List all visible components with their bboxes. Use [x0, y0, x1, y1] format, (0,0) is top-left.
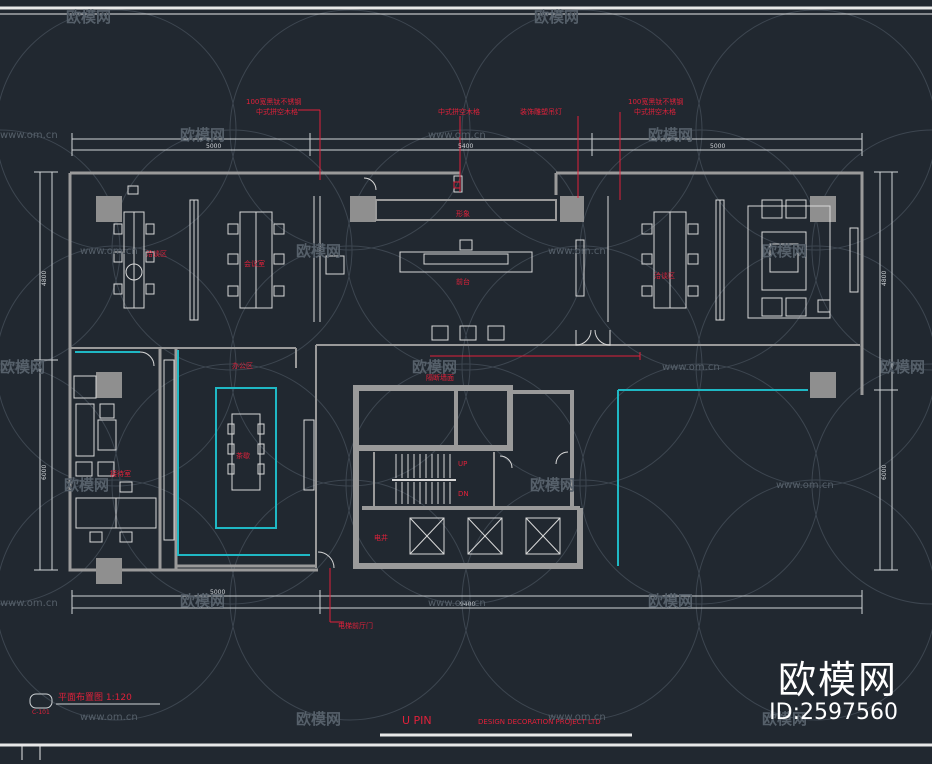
watermark-circle-pattern — [0, 9, 932, 721]
svg-text:www.om.cn: www.om.cn — [548, 712, 606, 723]
doors — [139, 177, 611, 569]
dim-side-right-upper: 4800 — [881, 271, 888, 286]
svg-text:欧模网: 欧模网 — [648, 126, 693, 144]
label-front-desk: 前台 — [456, 277, 470, 286]
dim-top-left: 5000 — [206, 143, 221, 150]
structural-columns — [96, 196, 836, 584]
svg-text:欧模网: 欧模网 — [762, 242, 807, 260]
glass-partitions — [75, 350, 808, 566]
stair-treads — [392, 454, 456, 504]
svg-text:www.om.cn: www.om.cn — [776, 480, 834, 491]
drawing-title: 平面布置图 1:120 — [58, 691, 132, 703]
label-room-rest: 茶歇 — [236, 451, 250, 460]
label-electric-shaft: 电井 — [374, 533, 388, 542]
label-room-small: 接待室 — [110, 469, 131, 478]
dim-bottom-mid: 9400 — [460, 601, 475, 608]
walls — [68, 171, 864, 572]
note-lattice-center: 中式拼空木格 — [438, 107, 480, 116]
dimension-texts: 5000 5400 5000 5000 9400 4800 6000 4800 … — [41, 143, 888, 608]
label-door-note: 电梯前厅门 — [338, 621, 373, 630]
watermark-logos: 欧模网 欧模网 欧模网 欧模网 欧模网 欧模网 欧模网 欧模网 欧模网 欧模网 … — [0, 8, 925, 728]
svg-text:欧模网: 欧模网 — [412, 358, 457, 376]
drawing-frame — [0, 6, 932, 760]
label-stair-up: UP — [458, 460, 467, 468]
svg-text:欧模网: 欧模网 — [66, 8, 111, 26]
label-room-right: 洽谈区 — [654, 271, 675, 280]
svg-text:欧模网: 欧模网 — [296, 242, 341, 260]
svg-text:欧模网: 欧模网 — [0, 358, 45, 376]
note-lattice-left: 中式拼空木格 — [256, 107, 298, 116]
dim-side-upper: 4800 — [41, 271, 48, 286]
svg-text:欧模网: 欧模网 — [880, 358, 925, 376]
elevator-cars — [409, 517, 561, 555]
svg-text:www.om.cn: www.om.cn — [428, 130, 486, 141]
svg-text:www.om.cn: www.om.cn — [548, 246, 606, 257]
note-lattice-right: 中式拼空木格 — [634, 107, 676, 116]
dimension-lines — [34, 133, 898, 614]
annotation-texts: 100宽黑钛不锈钢 中式拼空木格 中式拼空木格 装饰雕塑吊灯 100宽黑钛不锈钢… — [110, 97, 683, 630]
dim-top-right: 5000 — [710, 143, 725, 150]
svg-text:www.om.cn: www.om.cn — [80, 712, 138, 723]
brand-id: ID:2597560 — [769, 700, 898, 725]
dim-bottom-left: 5000 — [210, 589, 225, 596]
svg-text:www.om.cn: www.om.cn — [662, 362, 720, 373]
note-stainless-left: 100宽黑钛不锈钢 — [246, 97, 301, 106]
furniture-left-top — [113, 185, 345, 322]
note-stainless-right: 100宽黑钛不锈钢 — [628, 97, 683, 106]
svg-text:欧模网: 欧模网 — [180, 592, 225, 610]
dim-top-mid: 5400 — [458, 143, 473, 150]
label-room-left: 洽谈区 — [146, 249, 167, 258]
label-reception-wall: 形象 — [456, 209, 470, 218]
label-room-office: 办公区 — [232, 361, 253, 370]
svg-text:www.om.cn: www.om.cn — [428, 598, 486, 609]
dim-side-lower: 6000 — [41, 465, 48, 480]
furniture-right-top — [607, 196, 859, 322]
dim-side-right-lower: 6000 — [881, 465, 888, 480]
footer-brand-left: U PIN — [402, 714, 432, 727]
sheet-ref-marker — [29, 693, 53, 709]
label-stair-down: DN — [458, 490, 469, 498]
svg-text:欧模网: 欧模网 — [648, 592, 693, 610]
annotation-leaders — [298, 109, 641, 623]
svg-text:欧模网: 欧模网 — [530, 476, 575, 494]
svg-text:欧模网: 欧模网 — [180, 126, 225, 144]
svg-text:欧模网: 欧模网 — [296, 710, 341, 728]
svg-text:www.om.cn: www.om.cn — [0, 598, 58, 609]
brand-name: 欧模网 — [777, 658, 898, 702]
furniture-left-bottom — [73, 359, 315, 543]
note-pendant-lamp: 装饰雕塑吊灯 — [520, 107, 562, 116]
reception-area — [350, 175, 585, 341]
label-room-meeting: 会议室 — [244, 259, 265, 268]
svg-text:欧模网: 欧模网 — [762, 710, 807, 728]
svg-text:欧模网: 欧模网 — [64, 476, 109, 494]
svg-text:欧模网: 欧模网 — [534, 8, 579, 26]
title-block: C-101 平面布置图 1:120 U PIN DESIGN DECORATIO… — [29, 691, 601, 727]
svg-text:www.om.cn: www.om.cn — [80, 246, 138, 257]
footer-brand-right: DESIGN DECORATION PROJECT LTD — [478, 718, 601, 726]
svg-text:www.om.cn: www.om.cn — [0, 130, 58, 141]
label-partition-note: 隔断墙面 — [426, 373, 454, 382]
building-core — [353, 385, 583, 569]
watermark-urls: www.om.cn www.om.cn www.om.cn www.om.cn … — [0, 130, 834, 723]
sheet-ref-text: C-101 — [32, 709, 50, 716]
brand-watermark: 欧模网 ID:2597560 — [769, 660, 898, 726]
